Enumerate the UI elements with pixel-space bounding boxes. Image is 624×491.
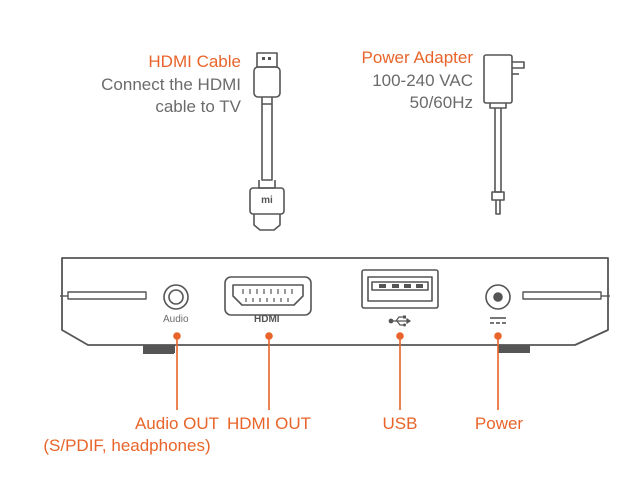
device-front-panel bbox=[61, 257, 609, 346]
callout-dot-power bbox=[494, 332, 502, 340]
callout-dot-audio bbox=[173, 332, 181, 340]
hdmi-plug-tip-top bbox=[256, 52, 278, 68]
vent-slot-right bbox=[522, 291, 602, 300]
dc-power-jack bbox=[485, 284, 511, 310]
hdmi-cable-title: HDMI Cable bbox=[148, 52, 241, 71]
hdmi-cable-desc-line2: cable to TV bbox=[155, 97, 241, 116]
port-label-audio: Audio bbox=[163, 314, 189, 325]
hdmi-cable-wire bbox=[261, 104, 273, 181]
power-adapter-title: Power Adapter bbox=[361, 48, 473, 67]
device-body-drawing bbox=[60, 257, 610, 354]
hdmi-plug-tip-bottom bbox=[253, 214, 281, 231]
dc-power-icon bbox=[490, 317, 506, 324]
usb-icon bbox=[388, 315, 412, 327]
power-adapter-voltage: 100-240 VAC bbox=[372, 71, 473, 90]
hdmi-cable-drawing bbox=[249, 52, 285, 231]
hdmi-cable-desc-line1: Connect the HDMI bbox=[101, 75, 241, 94]
adapter-dc-plug bbox=[495, 200, 501, 215]
hdmi-plug-body-top bbox=[253, 66, 281, 98]
callout-dot-usb bbox=[396, 332, 404, 340]
hdmi-port bbox=[224, 276, 312, 316]
callout-label-power: Power bbox=[474, 414, 524, 433]
power-adapter-frequency: 50/60Hz bbox=[409, 93, 473, 112]
hdmi-strain-relief-top bbox=[261, 97, 273, 105]
callout-label-audio-sub: (S/PDIF, headphones) bbox=[43, 436, 211, 455]
usb-port-pins bbox=[379, 284, 423, 288]
mi-logo: mi bbox=[261, 195, 273, 206]
device-foot-left bbox=[143, 345, 175, 353]
usb-port bbox=[361, 269, 439, 309]
callout-dot-hdmi bbox=[265, 332, 273, 340]
hdmi-plug-body-bottom bbox=[249, 187, 285, 215]
device-foot-right bbox=[498, 345, 530, 353]
audio-jack bbox=[163, 284, 189, 310]
callout-label-usb: USB bbox=[382, 414, 418, 433]
hdmi-port-pins bbox=[242, 289, 293, 302]
callout-label-audio-out: Audio OUT bbox=[134, 414, 220, 433]
adapter-cord bbox=[494, 108, 502, 193]
power-adapter-drawing bbox=[483, 54, 525, 215]
port-label-hdmi: HDMI bbox=[254, 314, 280, 325]
callout-lines bbox=[173, 332, 502, 410]
adapter-body bbox=[483, 54, 513, 104]
vent-slot-left bbox=[67, 291, 147, 300]
callout-label-hdmi-out: HDMI OUT bbox=[226, 414, 312, 433]
